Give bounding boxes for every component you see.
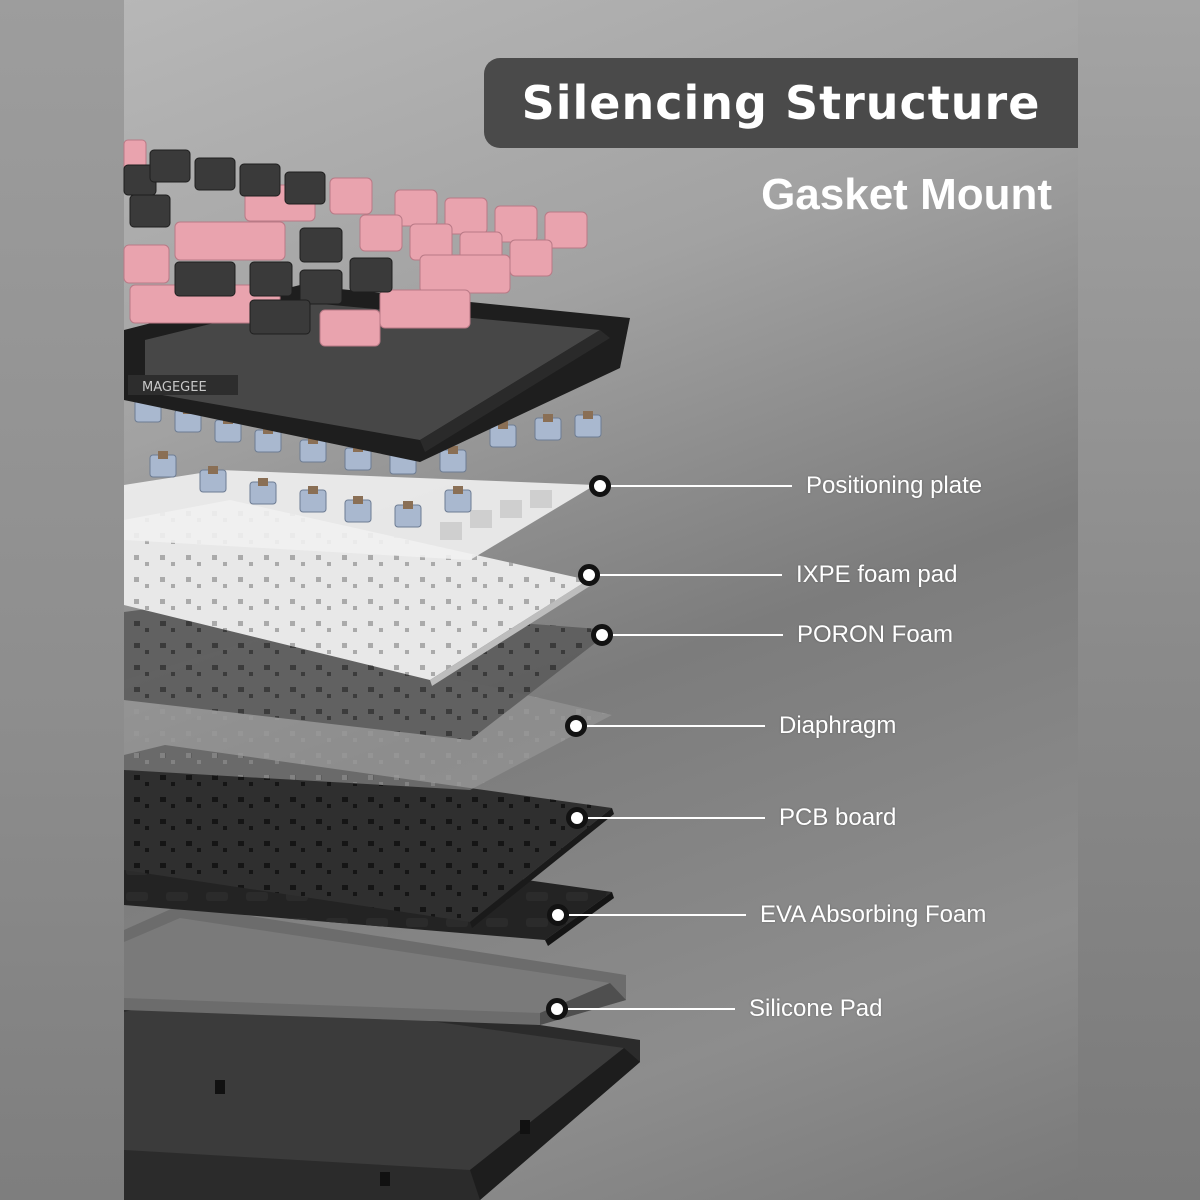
callout-ixpe-foam-pad: IXPE foam pad <box>578 560 957 590</box>
layer-label: PCB board <box>779 804 897 831</box>
callout-line <box>600 574 782 576</box>
callout-pcb-board: PCB board <box>566 803 896 833</box>
left-border-strip <box>0 0 124 1200</box>
callout-silicone-pad: Silicone Pad <box>546 994 882 1024</box>
callout-dot <box>591 624 613 646</box>
layer-label: Silicone Pad <box>749 995 883 1022</box>
keycap-set <box>123 139 588 347</box>
layer-label: EVA Absorbing Foam <box>760 901 987 928</box>
callout-dot <box>565 715 587 737</box>
callout-diaphragm: Diaphragm <box>565 711 896 741</box>
layer-label: PORON Foam <box>797 621 954 648</box>
callout-line <box>611 485 792 487</box>
right-border-strip <box>1078 0 1200 1200</box>
callout-line <box>587 725 765 727</box>
page-title: Silencing Structure <box>521 76 1041 130</box>
layer-label: Positioning plate <box>806 472 983 499</box>
callout-dot <box>589 475 611 497</box>
callout-line <box>568 1008 735 1010</box>
layer-label: Diaphragm <box>779 712 897 739</box>
pcb-board-layer <box>124 745 614 928</box>
callout-line <box>588 817 765 819</box>
brand-logo: MAGEGEE <box>142 380 207 395</box>
callout-dot <box>546 998 568 1020</box>
page-subtitle: Gasket Mount <box>761 170 1052 219</box>
callout-line <box>569 914 746 916</box>
layer-label: IXPE foam pad <box>796 561 958 588</box>
title-banner: Silencing Structure <box>484 58 1078 148</box>
callout-eva-absorbing-foam: EVA Absorbing Foam <box>547 900 986 930</box>
callout-dot <box>578 564 600 586</box>
callout-positioning-plate: Positioning plate <box>589 471 982 501</box>
bottom-case <box>124 975 640 1200</box>
callout-poron-foam: PORON Foam <box>591 620 953 650</box>
callout-dot <box>547 904 569 926</box>
callout-dot <box>566 807 588 829</box>
callout-line <box>613 634 783 636</box>
